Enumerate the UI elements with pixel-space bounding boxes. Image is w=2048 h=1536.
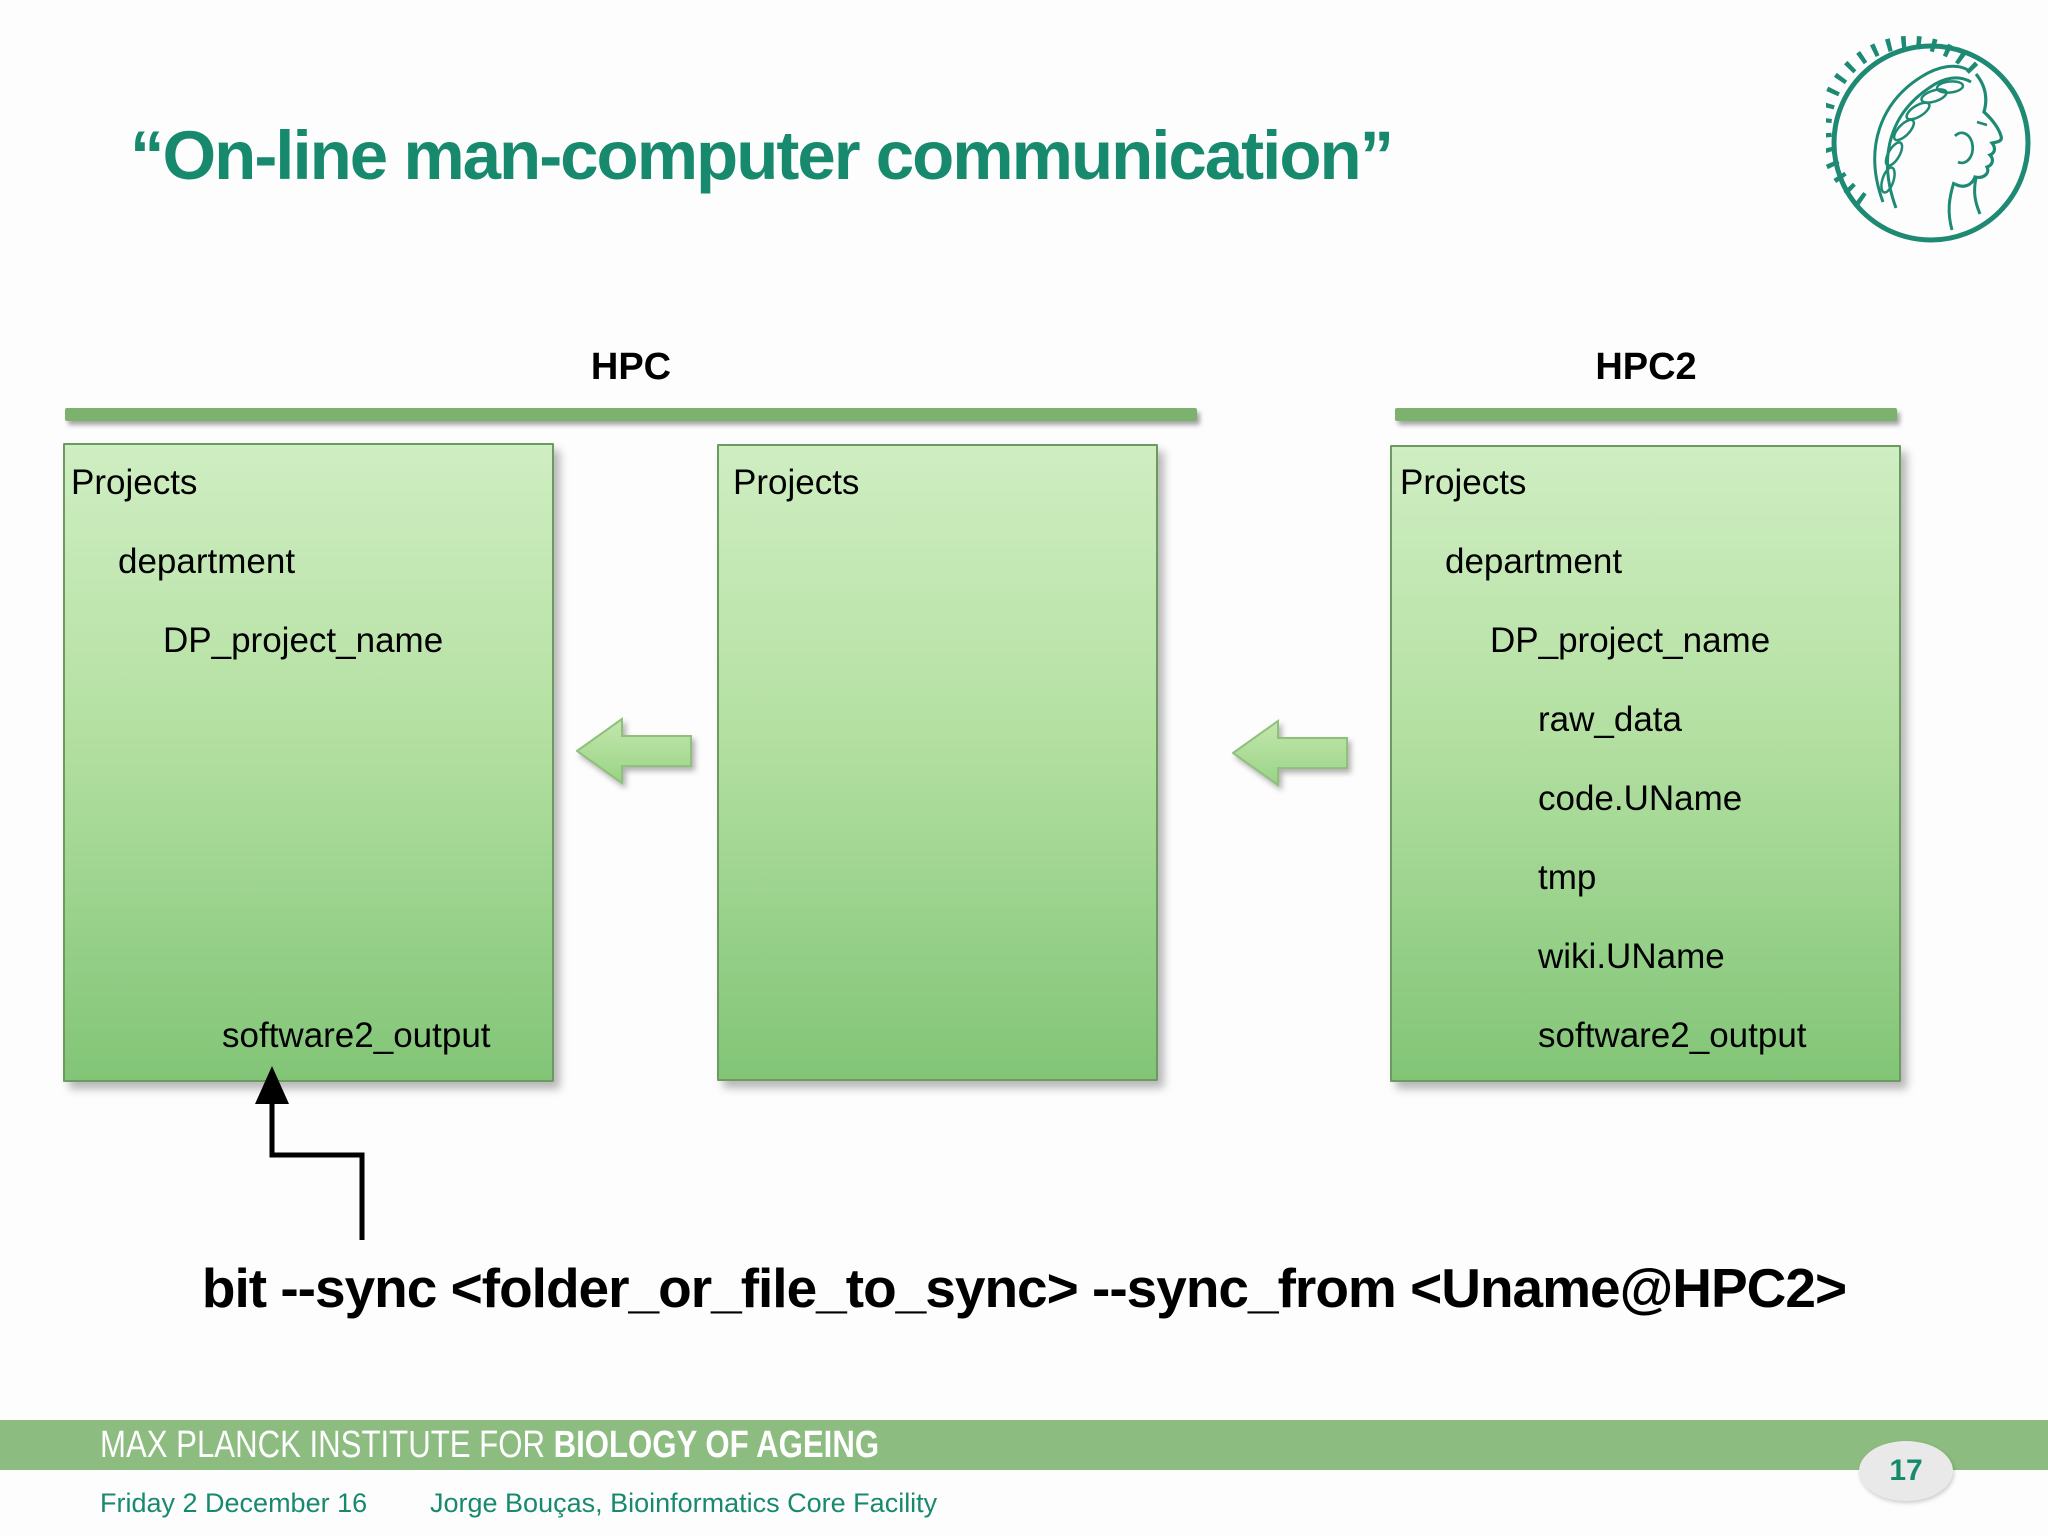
tree-item: wiki.UName [1538, 937, 1725, 976]
page-number-badge: 17 [1859, 1441, 1953, 1501]
tree-item: Projects [733, 463, 860, 502]
institute-name-regular: MAX PLANCK INSTITUTE FOR [100, 1424, 554, 1466]
footer-author: Jorge Bouças, Bioinformatics Core Facili… [430, 1488, 938, 1518]
tree-item: Projects [1400, 463, 1527, 502]
slide-title: “On-line man-computer communication” [130, 117, 1394, 194]
footer-band: MAX PLANCK INSTITUTE FOR BIOLOGY OF AGEI… [0, 1420, 2048, 1470]
sync-left-arrow-icon [1232, 719, 1348, 787]
footer-date: Friday 2 December 16 [100, 1488, 368, 1518]
column-label-hpc2: HPC2 [1595, 346, 1697, 388]
tree-item: Projects [71, 463, 198, 502]
tree-item: DP_project_name [1490, 621, 1771, 660]
hpc-divider-bar [65, 408, 1197, 421]
column-label-hpc: HPC [590, 346, 672, 388]
tree-item: DP_project_name [163, 621, 444, 660]
institute-name: MAX PLANCK INSTITUTE FOR BIOLOGY OF AGEI… [100, 1420, 879, 1470]
hpc2-source-tree-box [1390, 445, 1901, 1082]
tree-item: department [118, 542, 296, 581]
max-planck-minerva-logo [1826, 35, 2031, 243]
tree-item: tmp [1538, 858, 1597, 897]
tree-item: code.UName [1538, 779, 1743, 818]
sync-command-text: bit --sync <folder_or_file_to_sync> --sy… [201, 1257, 1847, 1319]
institute-name-bold: BIOLOGY OF AGEING [553, 1424, 880, 1466]
tree-item: software2_output [1538, 1016, 1807, 1055]
tree-item: software2_output [222, 1016, 491, 1055]
tree-item: department [1445, 542, 1623, 581]
tree-item: raw_data [1538, 700, 1682, 739]
hpc-projects-box [717, 444, 1158, 1081]
elbow-pointer-arrow-icon [255, 1066, 365, 1240]
hpc-target-tree-box [63, 443, 554, 1082]
sync-left-arrow-icon [576, 717, 692, 785]
hpc2-divider-bar [1395, 408, 1897, 421]
